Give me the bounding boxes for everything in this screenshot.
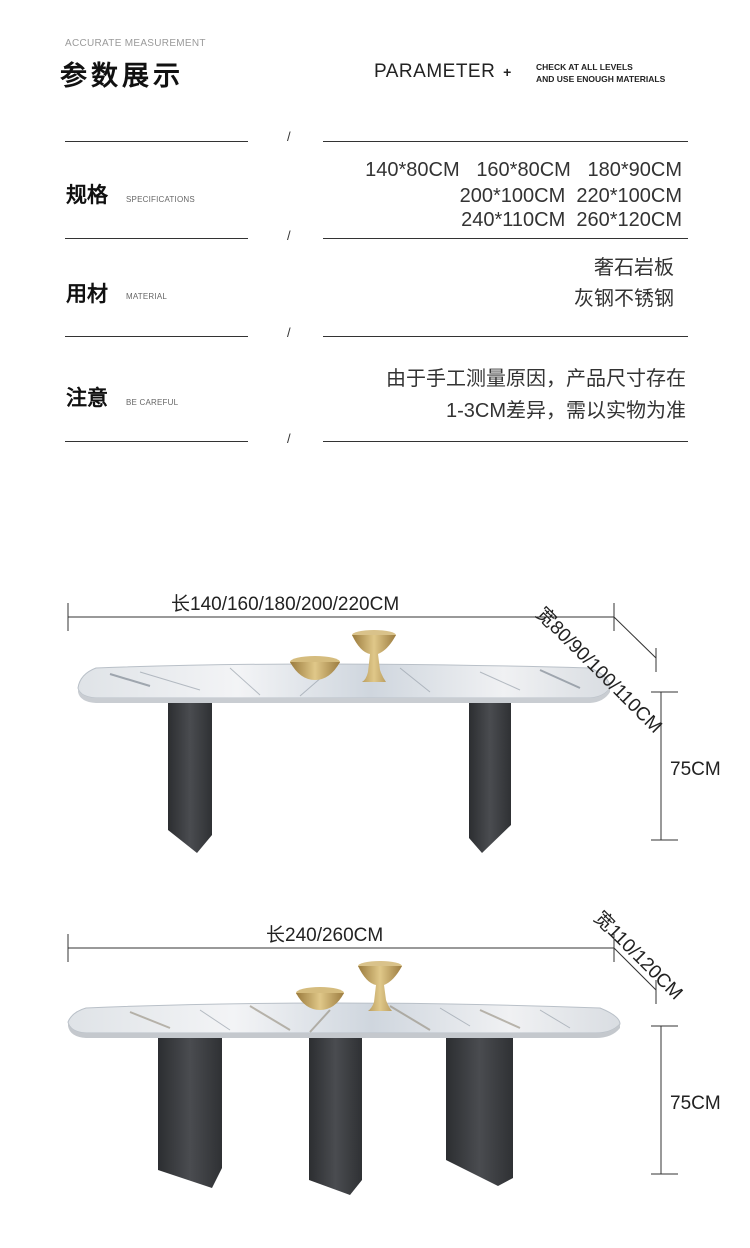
gold-bowl-decor: [290, 656, 340, 680]
parameter-heading: PARAMETER +: [374, 61, 512, 83]
check-line-1: CHECK AT ALL LEVELS: [536, 62, 633, 72]
material-value-line: 奢石岩板: [594, 257, 674, 279]
height-dimension-2: [651, 1025, 678, 1175]
material-value-line: 灰钢不锈钢: [574, 288, 674, 310]
height-label-2: 75CM: [670, 1093, 721, 1114]
spec-value-line: 140*80CM 160*80CM 180*90CM: [365, 159, 682, 181]
table-leg: [158, 1033, 222, 1188]
spec-values: 140*80CM 160*80CM 180*90CM 200*100CM 220…: [365, 157, 682, 232]
check-note: CHECK AT ALL LEVELS AND USE ENOUGH MATER…: [536, 61, 665, 85]
gold-vase-decor: [358, 961, 402, 1011]
spec-value-line: 200*100CM 220*100CM: [459, 185, 682, 207]
careful-value-line: 1-3CM差异，需以实物为准: [445, 400, 686, 422]
parameter-text: PARAMETER: [374, 61, 496, 82]
length-label-1: 长140/160/180/200/220CM: [171, 594, 400, 615]
marble-tabletop-1: [77, 663, 611, 703]
careful-values: 由于手工测量原因，产品尺寸存在 1-3CM差异，需以实物为准: [386, 363, 686, 427]
material-label-en: MATERIAL: [126, 292, 168, 301]
height-label-1: 75CM: [670, 759, 721, 780]
table-leg: [469, 697, 511, 853]
plus-icon: +: [503, 64, 512, 80]
spec-value-line: 240*110CM 260*120CM: [461, 209, 682, 231]
careful-label: 注意: [66, 387, 108, 410]
table-leg: [168, 697, 212, 853]
spec-label: 规格: [66, 184, 108, 207]
gold-vase-decor: [352, 630, 396, 682]
spec-label-en: SPECIFICATIONS: [126, 195, 195, 204]
length-label-2: 长240/260CM: [266, 925, 384, 946]
material-label: 用材: [66, 283, 108, 306]
gold-bowl-decor: [296, 987, 344, 1010]
width-dimension-1: [613, 616, 657, 672]
table-leg: [446, 1033, 513, 1186]
careful-value-line: 由于手工测量原因，产品尺寸存在: [386, 368, 686, 390]
check-line-2: AND USE ENOUGH MATERIALS: [536, 74, 666, 84]
height-dimension-1: [651, 691, 678, 841]
header-subtitle: ACCURATE MEASUREMENT: [65, 38, 206, 49]
page-title: 参数展示: [60, 61, 184, 91]
careful-label-en: BE CAREFUL: [126, 398, 179, 407]
width-dimension-2: [613, 947, 657, 1004]
table-leg: [309, 1033, 362, 1195]
marble-tabletop-2: [67, 1002, 621, 1038]
material-values: 奢石岩板 灰钢不锈钢: [574, 253, 674, 315]
